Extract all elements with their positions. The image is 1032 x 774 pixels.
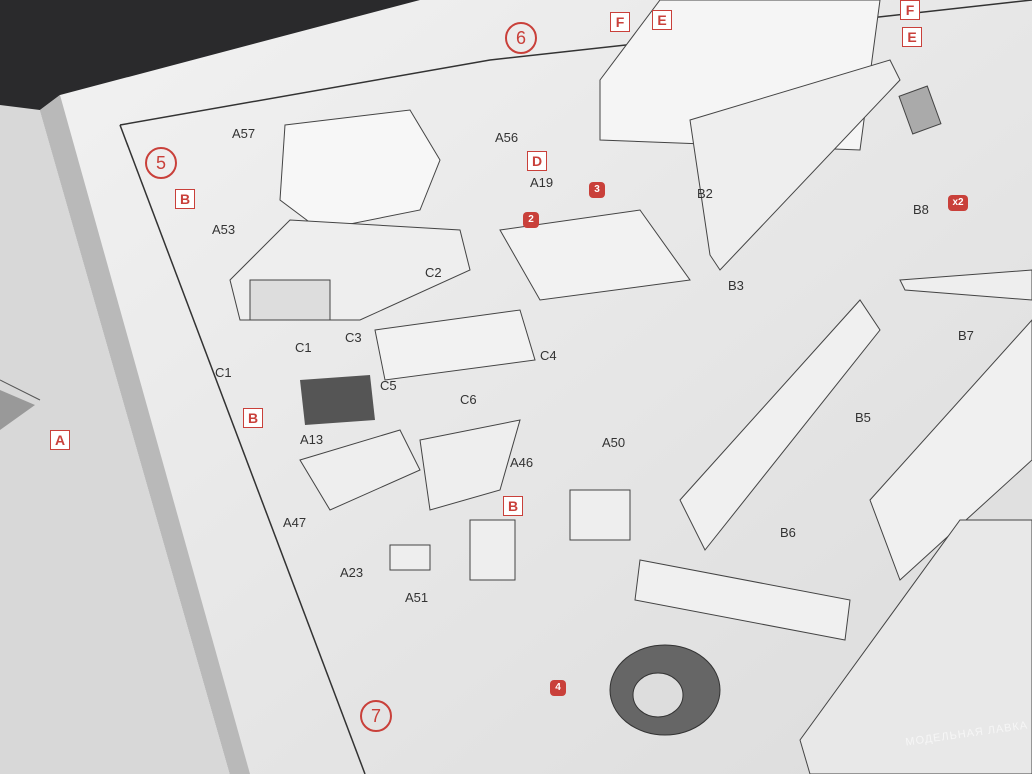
- part-label: A56: [495, 130, 519, 145]
- part-label: A53: [212, 222, 236, 237]
- callout-marker: 2: [523, 212, 539, 228]
- frame-left: [119, 124, 366, 774]
- ref-box: F: [610, 12, 630, 32]
- part-label: B8: [913, 202, 929, 217]
- part-label: C6: [460, 392, 477, 407]
- step-6-marker: 6: [505, 22, 537, 54]
- part-label: C2: [425, 265, 442, 280]
- part-label: B2: [697, 186, 713, 201]
- left-page: [0, 105, 230, 774]
- part-label: B3: [728, 278, 744, 293]
- part-label: A13: [300, 432, 324, 447]
- part-label: A50: [602, 435, 626, 450]
- ref-box: D: [527, 151, 547, 171]
- grille-part: [300, 375, 375, 425]
- part-label: A47: [283, 515, 307, 530]
- step-5-marker: 5: [145, 147, 177, 179]
- part-label: C3: [345, 330, 362, 345]
- ref-box: B: [503, 496, 523, 516]
- ref-box: E: [652, 10, 672, 30]
- part-label: A19: [530, 175, 554, 190]
- part-label: C1: [215, 365, 232, 380]
- ref-box: A: [50, 430, 70, 450]
- part-label: A23: [340, 565, 364, 580]
- part-label: B7: [958, 328, 974, 343]
- callout-marker: 4: [550, 680, 566, 696]
- ref-box: B: [175, 189, 195, 209]
- multiplier-badge: x2: [948, 195, 968, 211]
- step-7-marker: 7: [360, 700, 392, 732]
- ref-box: E: [902, 27, 922, 47]
- part-label: C1: [295, 340, 312, 355]
- part-label: B5: [855, 410, 871, 425]
- part-label: B6: [780, 525, 796, 540]
- ref-box: B: [243, 408, 263, 428]
- part-label: A57: [232, 126, 256, 141]
- callout-marker: 3: [589, 182, 605, 198]
- part-label: A51: [405, 590, 429, 605]
- part-label: C5: [380, 378, 397, 393]
- part-label: C4: [540, 348, 557, 363]
- ref-box: F: [900, 0, 920, 20]
- part-label: A46: [510, 455, 534, 470]
